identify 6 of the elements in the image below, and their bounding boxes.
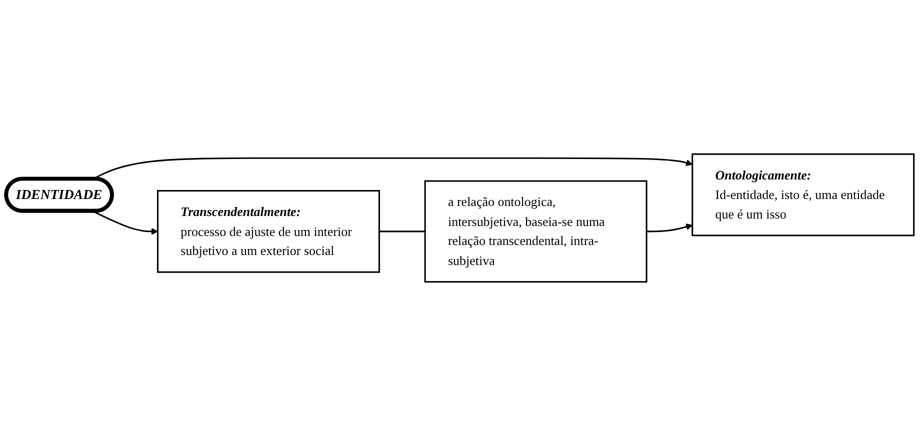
arrow: [646, 224, 693, 232]
connector: [379, 230, 426, 232]
node-box: Ontologicamente: Id-entidade, isto é, uma entidade que é um isso: [692, 153, 915, 236]
arrow: [92, 210, 158, 235]
node-box: Transcendentalmente: processo de ajuste de um interior subjetivo a um exterior social: [157, 190, 380, 273]
node-box: a relação ontologica, intersubjetiva, baseia-se numa relação transcendental, intra-subjetiva: [424, 180, 648, 283]
